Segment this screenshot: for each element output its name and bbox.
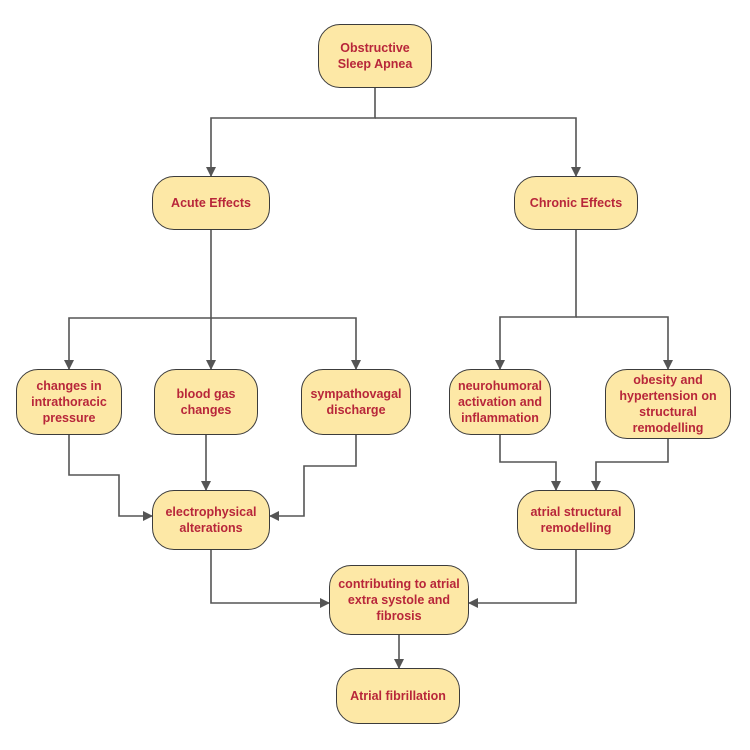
node-changes-in-intrathoracic-pressure: changes in intrathoracic pressure — [16, 369, 122, 435]
node-label: changes in intrathoracic pressure — [31, 378, 107, 426]
node-label: contributing to atrial extra systole and… — [338, 576, 460, 624]
node-label: neurohumoral activation and inflammation — [457, 378, 543, 426]
connector-sympathovagal-to-electrophysical — [269, 435, 357, 521]
connector-electrophysical-to-contributing — [210, 550, 330, 608]
node-label: atrial structural remodelling — [530, 504, 622, 535]
node-label: obesity and hypertension on structural r… — [619, 372, 717, 436]
node-label: sympathovagal discharge — [310, 386, 402, 417]
node-contributing-to-atrial-extra-systole: contributing to atrial extra systole and… — [329, 565, 469, 635]
node-obesity-and-hypertension: obesity and hypertension on structural r… — [605, 369, 731, 439]
connector-osa-to-chronic — [375, 117, 581, 177]
node-label: blood gas changes — [176, 386, 236, 417]
node-label: Atrial fibrillation — [350, 688, 446, 703]
node-obstructive-sleep-apnea: Obstructive Sleep Apnea — [318, 24, 432, 88]
node-acute-effects: Acute Effects — [152, 176, 270, 230]
connector-osa-to-acute — [206, 88, 376, 177]
node-blood-gas-changes: blood gas changes — [154, 369, 258, 435]
node-label: Obstructive Sleep Apnea — [337, 40, 413, 71]
connector-chronic-to-neurohumoral — [495, 230, 577, 370]
node-chronic-effects: Chronic Effects — [514, 176, 638, 230]
node-electrophysical-alterations: electrophysical alterations — [152, 490, 270, 550]
node-label: electrophysical alterations — [165, 504, 257, 535]
connector-acute-to-sympathovagal — [211, 317, 361, 370]
node-sympathovagal-discharge: sympathovagal discharge — [301, 369, 411, 435]
connector-obesity-to-atrial-structural — [591, 439, 669, 491]
connector-chronic-to-obesity — [576, 316, 673, 370]
node-label: Chronic Effects — [529, 195, 623, 210]
node-neurohumoral-activation-and-inflammation: neurohumoral activation and inflammation — [449, 369, 551, 435]
node-label: Acute Effects — [171, 195, 251, 210]
connector-intrathoracic-to-electrophysical — [68, 435, 153, 521]
connector-atrial-structural-to-contributing — [468, 550, 577, 608]
connector-neurohumoral-to-atrial-structural — [499, 435, 561, 491]
connector-acute-to-intrathoracic — [64, 230, 212, 370]
node-atrial-structural-remodelling: atrial structural remodelling — [517, 490, 635, 550]
node-atrial-fibrillation: Atrial fibrillation — [336, 668, 460, 724]
connector-group — [64, 88, 673, 669]
